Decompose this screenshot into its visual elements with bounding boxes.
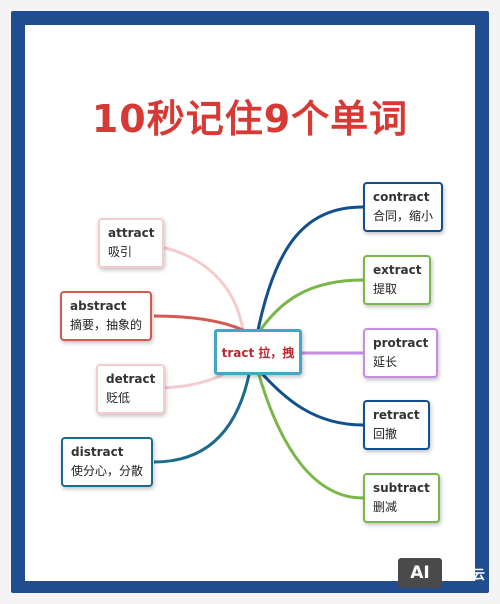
connector-contract xyxy=(255,205,364,336)
node-abstract: abstract 摘要，抽象的 xyxy=(60,291,153,341)
node-detract: detract 贬低 xyxy=(96,364,166,414)
node-protract: protract 延长 xyxy=(363,328,439,378)
connector-attract xyxy=(152,243,245,331)
connector-subtract xyxy=(255,367,364,500)
connector-extract xyxy=(255,278,364,336)
node-word: retract xyxy=(373,408,420,422)
corner-dot xyxy=(465,30,470,35)
node-attract: attract 吸引 xyxy=(98,218,165,268)
node-word: extract xyxy=(373,263,422,277)
connector-retract xyxy=(255,367,364,427)
node-word: abstract xyxy=(70,299,127,313)
node-word: contract xyxy=(373,190,430,204)
node-meaning: 使分心，分散 xyxy=(71,464,144,478)
node-word: attract xyxy=(108,226,155,240)
watermark-brand: 树叶云 xyxy=(446,568,486,583)
node-word: distract xyxy=(71,445,124,459)
node-distract: distract 使分心，分散 xyxy=(61,437,154,487)
node-word: protract xyxy=(373,336,429,350)
page-title: 10秒记住9个单词 xyxy=(91,97,409,141)
connector-abstract xyxy=(153,314,244,332)
node-subtract: subtract 删减 xyxy=(363,473,440,523)
node-meaning: 摘要，抽象的 xyxy=(70,318,143,332)
watermark-logo: AI xyxy=(398,558,442,588)
node-retract: retract 回撤 xyxy=(363,400,430,450)
node-meaning: 吸引 xyxy=(108,245,133,259)
corner-dot xyxy=(30,570,35,575)
node-extract: extract 提取 xyxy=(363,255,432,305)
corner-dot xyxy=(30,30,35,35)
center-node: tract 拉，拽 xyxy=(214,329,302,375)
node-meaning: 贬低 xyxy=(106,391,131,405)
corner-dot xyxy=(465,570,470,575)
node-word: detract xyxy=(106,372,156,386)
node-contract: contract 合同，缩小 xyxy=(363,182,444,232)
node-meaning: 删减 xyxy=(373,500,398,514)
node-meaning: 回撤 xyxy=(373,427,398,441)
node-meaning: 延长 xyxy=(373,355,398,369)
node-meaning: 合同，缩小 xyxy=(373,209,434,223)
node-meaning: 提取 xyxy=(373,282,398,296)
node-word: subtract xyxy=(373,481,430,495)
